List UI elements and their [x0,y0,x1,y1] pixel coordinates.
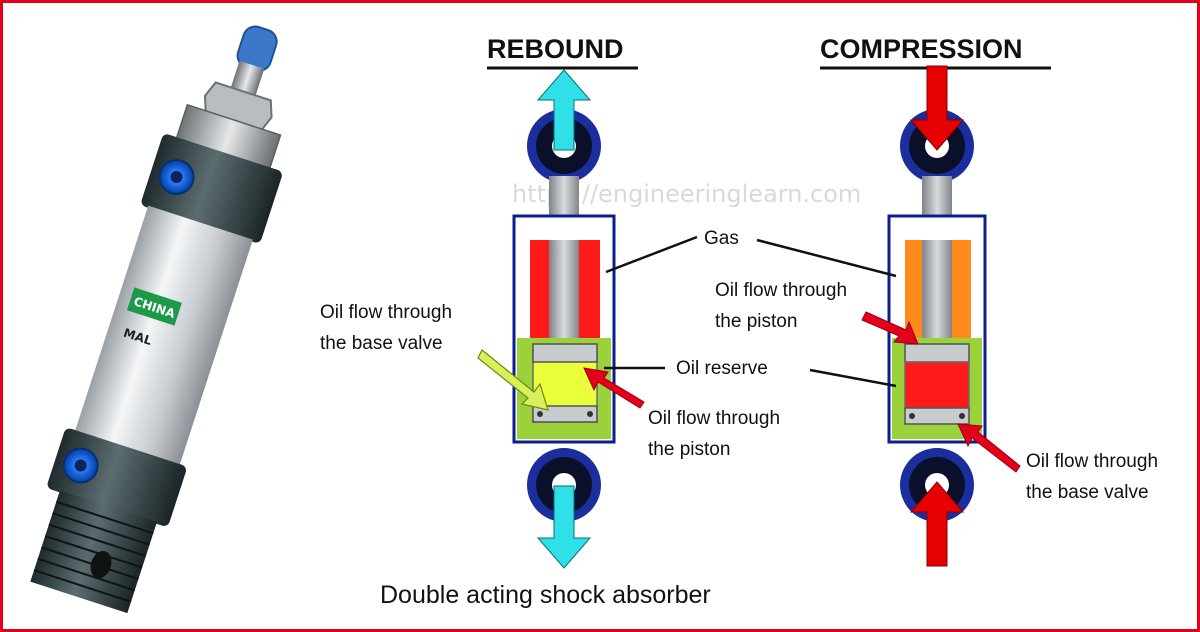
label-rebound-piston-line1: Oil flow through [648,408,780,429]
leader-lines [604,235,897,388]
label-compression-base-valve-line1: Oil flow through [1026,451,1158,472]
rebound-up-arrow [536,69,592,151]
compression-piston-arrow [861,311,919,345]
compression-base-valve-arrow [957,423,1021,473]
rebound-down-arrow [536,485,592,569]
compression-piston [904,343,970,363]
rebound-piston-arrow [583,367,645,409]
figure-caption: Double acting shock absorber [380,581,711,609]
rebound-piston [532,343,598,363]
compression-down-arrow [909,65,965,151]
mount-hole [90,550,112,579]
compression-absorber [861,65,1021,567]
cylinder-photo: CHINA MAL [30,25,282,614]
label-gas: Gas [704,228,739,249]
compression-up-arrow [909,481,965,567]
label-oil-reserve: Oil reserve [676,358,768,379]
label-compression-piston-line1: Oil flow through [715,280,847,301]
cylinder-barrel [74,205,253,467]
label-rebound-base-valve-line2: the base valve [320,333,443,354]
label-rebound-base-valve-line1: Oil flow through [320,302,452,323]
brand-label [126,287,182,326]
rebound-absorber [477,69,645,569]
heading-rebound: REBOUND [487,34,624,64]
compression-piston-chamber [904,361,970,411]
label-compression-piston-line2: the piston [715,311,797,332]
label-compression-base-valve-line2: the base valve [1026,482,1149,503]
heading-compression: COMPRESSION [820,34,1023,64]
rebound-base-valve-arrow [477,349,549,411]
label-rebound-piston-line2: the piston [648,439,730,460]
